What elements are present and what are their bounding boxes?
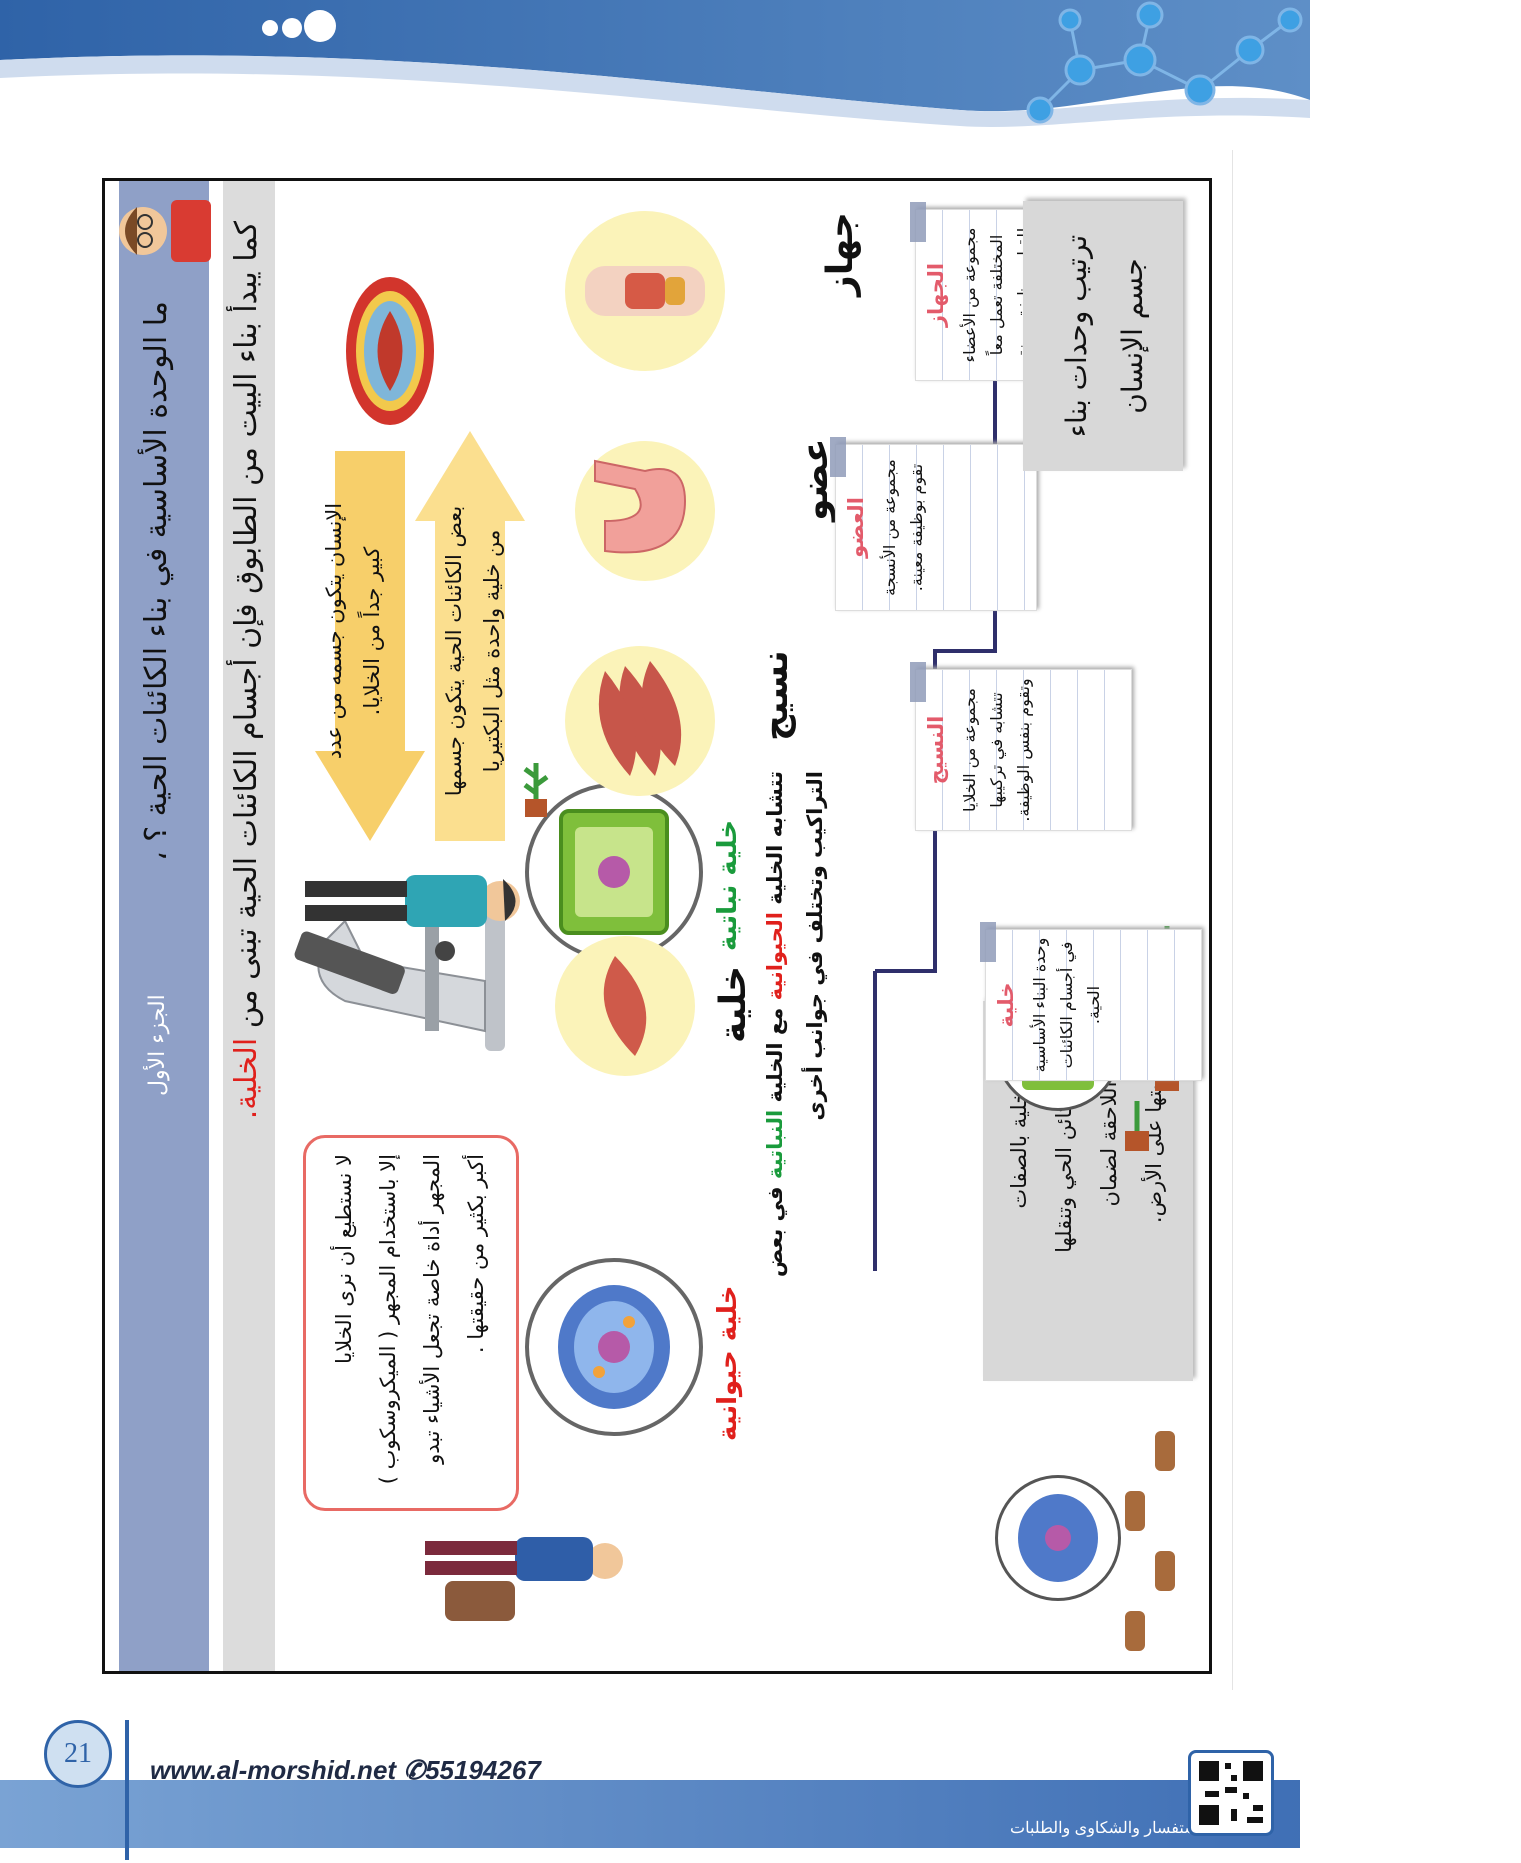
arrows-graphic — [315, 431, 525, 841]
note-cell-title: خلية — [994, 982, 1018, 1028]
arrow-down-text: الإنسان يتكون جسمه من عدد كبير جداً من ا… — [315, 451, 391, 811]
page-number-badge: 21 — [44, 1720, 112, 1788]
microscope-note-line2: إلا باستخدام المجهر ( الميكروسكوب ) — [376, 1154, 400, 1485]
rotated-content: ما الوحدة الأساسية في بناء الكائنات الحي… — [105, 181, 1209, 1671]
arrow-up-line2: من خلية واحدة مثل البكتيريا — [480, 529, 504, 773]
note-organ: العضو مجموعة من الأنسجة تقوم بوظيفة معين… — [830, 437, 1037, 611]
qr-code-pattern — [1199, 1761, 1263, 1825]
question-band: ما الوحدة الأساسية في بناء الكائنات الحي… — [119, 181, 211, 1671]
order-box-line1: ترتيب وحدات بناء — [1060, 234, 1093, 438]
part-label: الجزء الأول — [145, 994, 170, 1096]
arrow-down-line1: الإنسان يتكون جسمه من عدد — [322, 502, 346, 760]
order-box-line2: جسم الإنسان — [1116, 258, 1149, 414]
arrow-up-text: بعض الكائنات الحية يتكون جسمها من خلية و… — [435, 471, 511, 831]
stomach-icon — [594, 459, 687, 554]
animal-cell-circle — [525, 1258, 703, 1436]
person-with-goat-icon — [425, 1537, 623, 1621]
microscope-icon — [294, 901, 505, 1051]
lead-text: كما يبدأ بناء البيت من الطابوق فإن أجسام… — [229, 221, 264, 1038]
digestive-system-icon — [585, 266, 705, 316]
footer-rule — [125, 1720, 129, 1860]
website-link[interactable]: www.al-morshid.net — [150, 1755, 397, 1785]
level-label-system: جهاز — [820, 212, 861, 296]
tissue-level-circle — [565, 646, 715, 796]
level-label-cell: خلية — [713, 965, 754, 1043]
system-level-circle — [565, 211, 725, 371]
note-tissue-body: مجموعة من الخلايا تتشابه في تركيبها وتقو… — [960, 678, 1033, 822]
note-tissue-title: النسيج — [924, 715, 948, 785]
header-wave-graphic — [0, 0, 1310, 127]
footer-margin — [1300, 1720, 1521, 1863]
qr-code-icon[interactable] — [1188, 1750, 1274, 1836]
microscope-note-line1: لا نستطيع أن نرى الخلايا — [332, 1154, 356, 1365]
question-text: ما الوحدة الأساسية في بناء الكائنات الحي… — [139, 301, 174, 862]
plant-cell-icon — [559, 809, 669, 935]
animal-cell-icon — [558, 1285, 670, 1409]
muscle-tissue-icon — [598, 661, 682, 776]
right-margin — [1310, 0, 1521, 1863]
note-system-title: الجهاز — [924, 262, 948, 328]
lead-sentence: كما يبدأ بناء البيت من الطابوق فإن أجسام… — [229, 221, 264, 1119]
arrow-up-line1: بعض الكائنات الحية يتكون جسمها — [442, 505, 466, 797]
order-box: ترتيب وحدات بناء جسم الإنسان — [1023, 201, 1183, 471]
page-number: 21 — [64, 1738, 92, 1769]
microscope-note-line3: المجهر أداة خاصة تجعل الأشياء تبدو — [420, 1154, 444, 1464]
reading-boy-icon — [119, 200, 211, 262]
note-organ-body: مجموعة من الأنسجة تقوم بوظيفة معينة. — [880, 459, 926, 596]
note-cell: خلية وحدة البناء الأساسية في أجسام الكائ… — [980, 922, 1202, 1081]
note-tissue: النسيج مجموعة من الخلايا تتشابه في تركيب… — [910, 662, 1132, 831]
potted-plant-icon — [523, 763, 549, 817]
organ-level-circle — [575, 441, 715, 581]
footer-band — [0, 1780, 1310, 1848]
muscle-cell-icon — [603, 956, 647, 1056]
level-label-tissue: نسيج — [755, 650, 796, 741]
content-frame: ما الوحدة الأساسية في بناء الكائنات الحي… — [102, 178, 1212, 1674]
phone-icon: ✆ — [403, 1755, 426, 1785]
footer-contact-line: www.al-morshid.net ✆55194267 — [150, 1755, 541, 1786]
footer-inquiry-text: للاستفسار والشكاوى والطلبات — [1010, 1820, 1213, 1837]
margin-rule — [1232, 150, 1233, 1690]
goats-offspring-icon — [1125, 1431, 1175, 1651]
small-animal-cell-circle — [995, 1475, 1121, 1601]
arrow-down-line2: كبير جداً من الخلايا. — [360, 546, 384, 716]
phone-number: 55194267 — [425, 1755, 541, 1785]
plant-cell-circle — [525, 783, 703, 961]
page-header — [0, 0, 1310, 130]
note-organ-title: العضو — [844, 497, 868, 558]
standing-man-icon — [305, 875, 520, 927]
small-animal-cell-icon — [1018, 1494, 1098, 1582]
lead-band: كما يبدأ بناء البيت من الطابوق فإن أجسام… — [223, 181, 275, 1671]
bacteria-icon — [346, 277, 434, 425]
microscope-note-line4: أكبر بكثير من حقيقتها . — [464, 1154, 488, 1354]
cell-level-circle — [555, 936, 695, 1076]
lead-highlight: الخلية. — [229, 1037, 264, 1120]
note-cell-body: وحدة البناء الأساسية في أجسام الكائنات ا… — [1030, 937, 1103, 1073]
microscope-note: لا نستطيع أن نرى الخلايا إلا باستخدام ال… — [303, 1135, 519, 1511]
